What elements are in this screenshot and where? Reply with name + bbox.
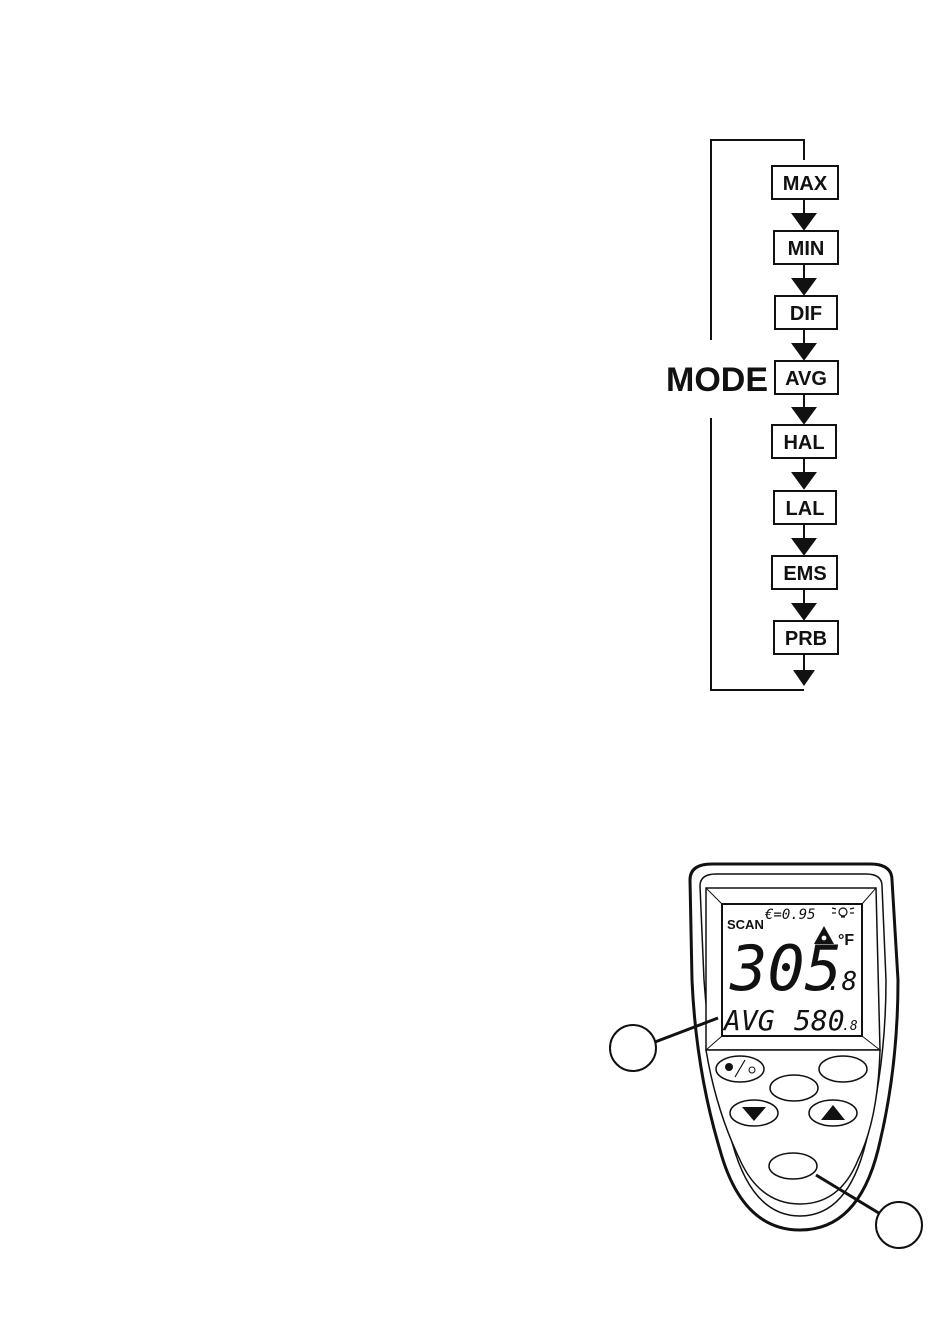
step-label: MAX — [783, 173, 828, 195]
step-box-lal: LAL — [774, 491, 836, 524]
step-box-avg: AVG — [775, 361, 838, 394]
step-label: DIF — [790, 303, 822, 325]
lcd-screen: SCAN €=0.95 °F 305 .8 AVG 580 .8 — [722, 904, 862, 1037]
sub-reading: 580 — [794, 1004, 845, 1037]
sub-mode-label: AVG — [722, 1004, 775, 1037]
scan-label: SCAN — [727, 917, 764, 932]
step-box-min: MIN — [774, 231, 838, 264]
emissivity-readout: €=0.95 — [764, 907, 816, 923]
up-button[interactable] — [809, 1100, 857, 1126]
mode-flow-diagram: MAX MIN DIF AVG HAL LAL EMS PRB MODE — [0, 0, 950, 720]
step-box-ems: EMS — [772, 556, 837, 589]
main-reading-decimal: .8 — [826, 967, 857, 997]
step-label: PRB — [785, 628, 827, 650]
callout-circle-right — [876, 1202, 922, 1248]
step-box-prb: PRB — [774, 621, 838, 654]
arrow-head-bottom — [793, 670, 815, 686]
mode-label: MODE — [666, 361, 768, 399]
callout-circle-left — [610, 1025, 656, 1071]
step-label: AVG — [785, 368, 827, 390]
step-label: LAL — [786, 498, 825, 520]
laser-backlight-button[interactable] — [716, 1056, 764, 1082]
step-label: EMS — [783, 563, 826, 585]
down-button[interactable] — [730, 1100, 778, 1126]
sub-reading-decimal: .8 — [842, 1019, 858, 1034]
step-box-dif: DIF — [775, 296, 837, 329]
mode-button[interactable] — [819, 1056, 867, 1082]
step-label: HAL — [783, 432, 824, 454]
step-box-hal: HAL — [772, 425, 836, 458]
step-label: MIN — [788, 238, 825, 260]
bottom-button[interactable] — [769, 1153, 817, 1179]
thermometer-device: SCAN €=0.95 °F 305 .8 AVG 580 .8 — [0, 850, 950, 1321]
step-box-max: MAX — [772, 166, 838, 199]
center-button[interactable] — [770, 1075, 818, 1101]
